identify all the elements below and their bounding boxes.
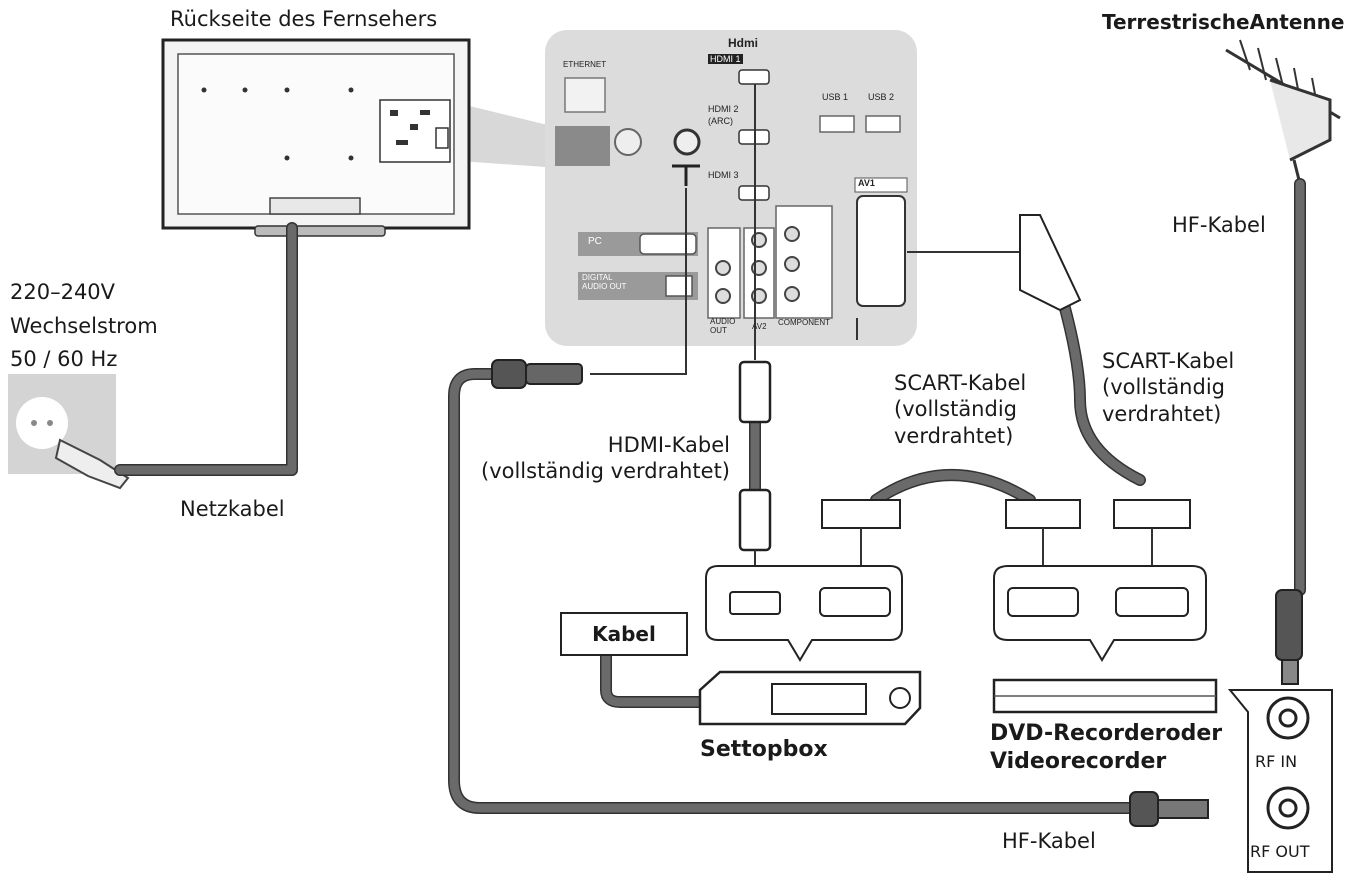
scart-cable-mid-label: SCART-Kabel (vollständig verdrahtet): [894, 371, 1027, 448]
settopbox-ports-callout: [705, 565, 903, 662]
audio-out-label: AUDIO OUT: [710, 317, 736, 335]
port-panel: [545, 30, 917, 346]
hdmi2-label: HDMI 2: [708, 104, 739, 114]
av1-label: AV1: [858, 178, 875, 188]
cable-feed-line: [600, 646, 706, 708]
rf-in-label: RF IN: [1255, 752, 1298, 771]
rf-ports-callout: [1227, 689, 1333, 873]
usb2-label: USB 2: [868, 92, 895, 102]
settopbox-icon: [698, 670, 922, 726]
scart-cable-right-label: SCART-Kabel (vollständig verdrahtet): [1102, 349, 1235, 426]
zoom-wedge: [445, 100, 560, 168]
recorder-label: DVD-Recorderoder Videorecorder: [990, 721, 1223, 774]
antenna-tv-cable: [590, 188, 687, 375]
power-cable-label: Netzkabel: [180, 497, 285, 521]
hf-cable-bottom-label: HF-Kabel: [1002, 829, 1096, 853]
hf-cable-top-label: HF-Kabel: [1172, 213, 1266, 237]
antenna-icon: [1225, 39, 1341, 185]
wall-socket-icon: [8, 374, 130, 490]
antenna-title: TerrestrischeAntenne: [1102, 10, 1345, 34]
digital-audio-label: DIGITAL AUDIO OUT: [582, 273, 627, 291]
usb1-label: USB 1: [822, 92, 849, 102]
rf-out-label: RF OUT: [1250, 842, 1310, 861]
power-spec-label: 220–240V Wechselstrom 50 / 60 Hz: [10, 280, 158, 372]
cable-source-box: Kabel: [560, 612, 688, 656]
settopbox-label: Settopbox: [700, 737, 828, 762]
cable-source-label: Kabel: [592, 622, 656, 646]
hdmi3-label: HDMI 3: [708, 170, 739, 180]
av2-label: AV2: [752, 322, 767, 331]
recorder-ports-callout: [993, 565, 1207, 662]
hdmi-logo: Hdmi: [728, 36, 758, 50]
tv-back-title: Rückseite des Fernsehers: [170, 7, 438, 31]
tv-back-icon: [161, 38, 471, 237]
hdmi-cable-label: HDMI-Kabel (vollständig verdrahtet): [481, 433, 730, 484]
arc-label: (ARC): [708, 116, 733, 126]
ethernet-label: ETHERNET: [563, 60, 607, 69]
hdmi1-label: HDMI 1: [708, 54, 743, 64]
pc-label: PC: [588, 236, 602, 247]
recorder-icon: [992, 678, 1218, 714]
component-label: COMPONENT: [778, 318, 830, 327]
